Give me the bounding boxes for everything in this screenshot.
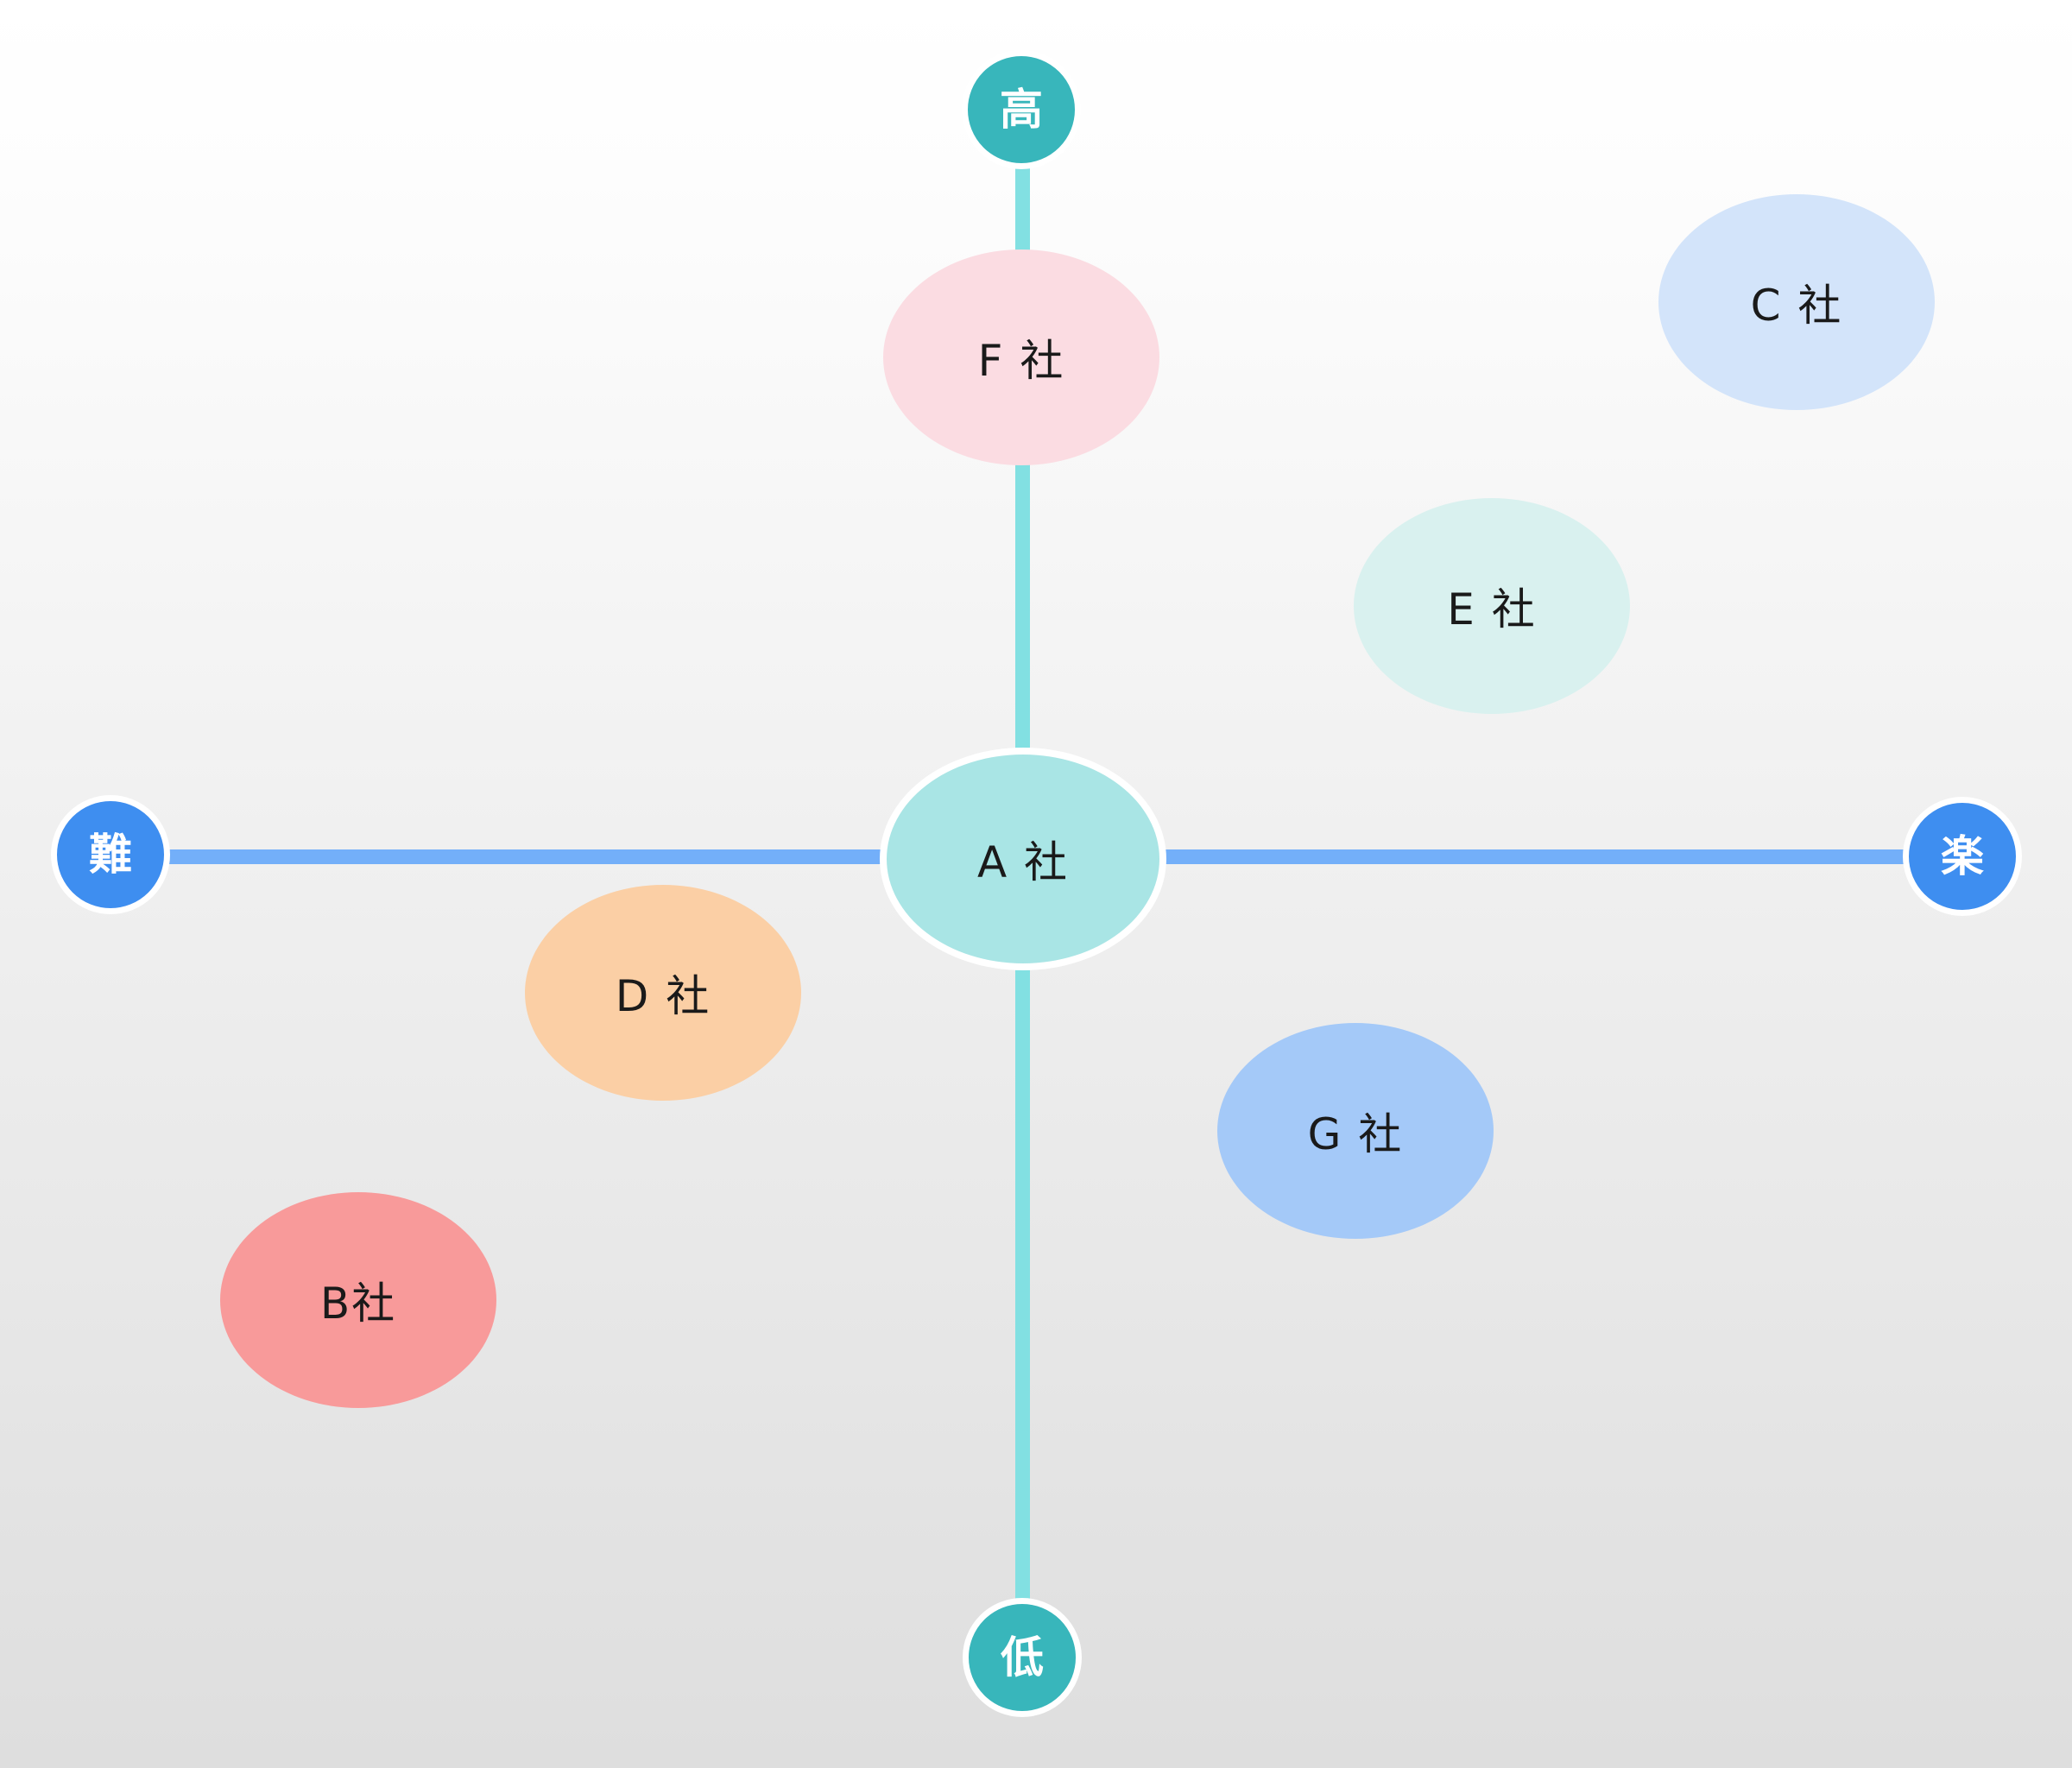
axis-endpoint-easy: 楽 — [1903, 797, 2022, 916]
company-bubble-d: D 社 — [525, 885, 801, 1101]
axis-endpoint-high-label: 高 — [1000, 85, 1043, 135]
company-bubble-b: B社 — [220, 1192, 496, 1408]
company-bubble-f: F 社 — [883, 249, 1159, 465]
axis-endpoint-hard: 難 — [51, 795, 170, 914]
axis-endpoint-easy-label: 楽 — [1941, 831, 1984, 881]
company-bubble-c-label: C 社 — [1750, 281, 1843, 331]
company-bubble-a: A 社 — [880, 748, 1166, 970]
company-bubble-c: C 社 — [1658, 194, 1935, 410]
company-bubble-e-label: E 社 — [1447, 584, 1537, 635]
axis-endpoint-hard-label: 難 — [89, 830, 132, 880]
company-bubble-g: G 社 — [1217, 1023, 1494, 1239]
company-bubble-e: E 社 — [1354, 498, 1630, 714]
axis-endpoint-high: 高 — [962, 50, 1081, 169]
company-bubble-a-label: A 社 — [976, 837, 1070, 887]
company-bubble-f-label: F 社 — [977, 336, 1065, 386]
company-bubble-g-label: G 社 — [1307, 1109, 1404, 1159]
company-bubble-b-label: B社 — [319, 1279, 397, 1329]
company-bubble-d-label: D 社 — [615, 971, 711, 1021]
axis-endpoint-low: 低 — [963, 1598, 1082, 1717]
axis-endpoint-low-label: 低 — [1001, 1632, 1044, 1683]
